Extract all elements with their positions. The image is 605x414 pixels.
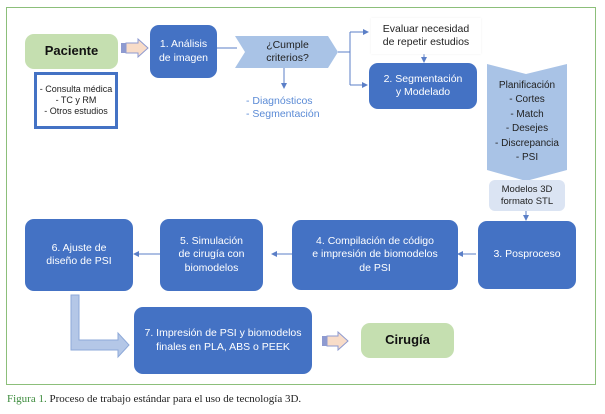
node-label-line: 7. Impresión de PSI y biomodelos xyxy=(144,327,302,340)
criterio-chevron-shape xyxy=(235,36,338,68)
node-label-line: finales en PLA, ABS o PEEK xyxy=(156,340,290,353)
node-label-line: 1. Análisis xyxy=(159,38,208,51)
node-label-line: de PSI xyxy=(359,261,391,274)
paciente-detail-item: - Otros estudios xyxy=(44,106,108,117)
paciente-detail-item: - Consulta médica xyxy=(39,83,113,94)
planificacion-item: - Match xyxy=(510,108,544,120)
node-step7-impresion: 7. Impresión de PSI y biomodelos finales… xyxy=(134,307,312,374)
planificacion-item: - Discrepancia xyxy=(495,137,559,149)
criterio-note-item: - Segmentación xyxy=(246,108,320,121)
node-label-line: 4. Compilación de código xyxy=(316,235,434,248)
node-step4-compilacion: 4. Compilación de código e impresión de … xyxy=(292,220,458,290)
node-label-line: de cirugía con xyxy=(178,248,245,261)
node-label-line: de imagen xyxy=(158,51,209,64)
node-cirugia-label: Cirugía xyxy=(385,332,430,348)
node-label-line: e impresión de biomodelos xyxy=(312,248,438,261)
figure-label: Figura 1. xyxy=(7,393,47,405)
node-planificacion: Planificación - Cortes - Match - Desejes… xyxy=(487,74,567,170)
planificacion-item: - PSI xyxy=(515,152,539,163)
node-step2-segmentacion: 2. Segmentación y Modelado xyxy=(369,63,477,109)
block-arrow-paciente-to-analisis xyxy=(121,37,149,59)
node-paciente-label: Paciente xyxy=(44,43,99,59)
node-step5-simulacion: 5. Simulación de cirugía con biomodelos xyxy=(160,219,263,291)
node-label-line: Modelos 3D xyxy=(501,183,553,195)
block-arrow-impresion-to-cirugia xyxy=(322,330,349,352)
node-step6-ajuste: 6. Ajuste de diseño de PSI xyxy=(25,219,133,291)
node-label-line: formato STL xyxy=(500,195,554,207)
node-label-line: ¿Cumple xyxy=(266,38,309,51)
criterio-note-item: - Diagnósticos xyxy=(246,95,313,107)
node-label-line: y Modelado xyxy=(395,86,451,98)
figure-caption: Figura 1. Proceso de trabajo estándar pa… xyxy=(7,393,301,405)
node-paciente-details: - Consulta médica - TC y RM - Otros estu… xyxy=(34,72,118,129)
node-paciente: Paciente xyxy=(25,34,118,69)
node-evaluar-repetir: Evaluar necesidad de repetir estudios xyxy=(371,18,481,54)
node-modelos-stl: Modelos 3D formato STL xyxy=(489,180,565,211)
planificacion-item: - Cortes xyxy=(509,94,545,105)
criterio-notes: - Diagnósticos - Segmentación xyxy=(246,95,320,121)
node-cirugia: Cirugía xyxy=(361,323,454,358)
bent-arrow-ajuste-to-impresion xyxy=(70,294,130,359)
node-label-line: biomodelos xyxy=(184,261,239,274)
diagram-frame xyxy=(6,7,596,385)
planificacion-chevron-shape xyxy=(487,64,567,181)
node-step1-analisis: 1. Análisis de imagen xyxy=(150,25,217,78)
planificacion-title: Planificación xyxy=(498,79,556,91)
node-criterio: ¿Cumple criterios? xyxy=(245,36,330,68)
node-label-line: 2. Segmentación xyxy=(383,72,463,85)
node-label-line: criterios? xyxy=(266,52,309,64)
node-label-line: diseño de PSI xyxy=(46,255,112,267)
node-label: 3. Posproceso xyxy=(493,248,561,261)
node-label-line: 6. Ajuste de xyxy=(51,241,107,254)
paciente-detail-item: - TC y RM xyxy=(55,94,97,105)
figure-caption-text: Proceso de trabajo estándar para el uso … xyxy=(46,393,302,405)
node-label-line: 5. Simulación xyxy=(179,235,244,248)
node-step3-posproceso: 3. Posproceso xyxy=(478,221,576,289)
node-label-line: Evaluar necesidad xyxy=(382,22,470,35)
planificacion-item: - Desejes xyxy=(505,123,549,134)
node-label-line: de repetir estudios xyxy=(382,36,470,48)
